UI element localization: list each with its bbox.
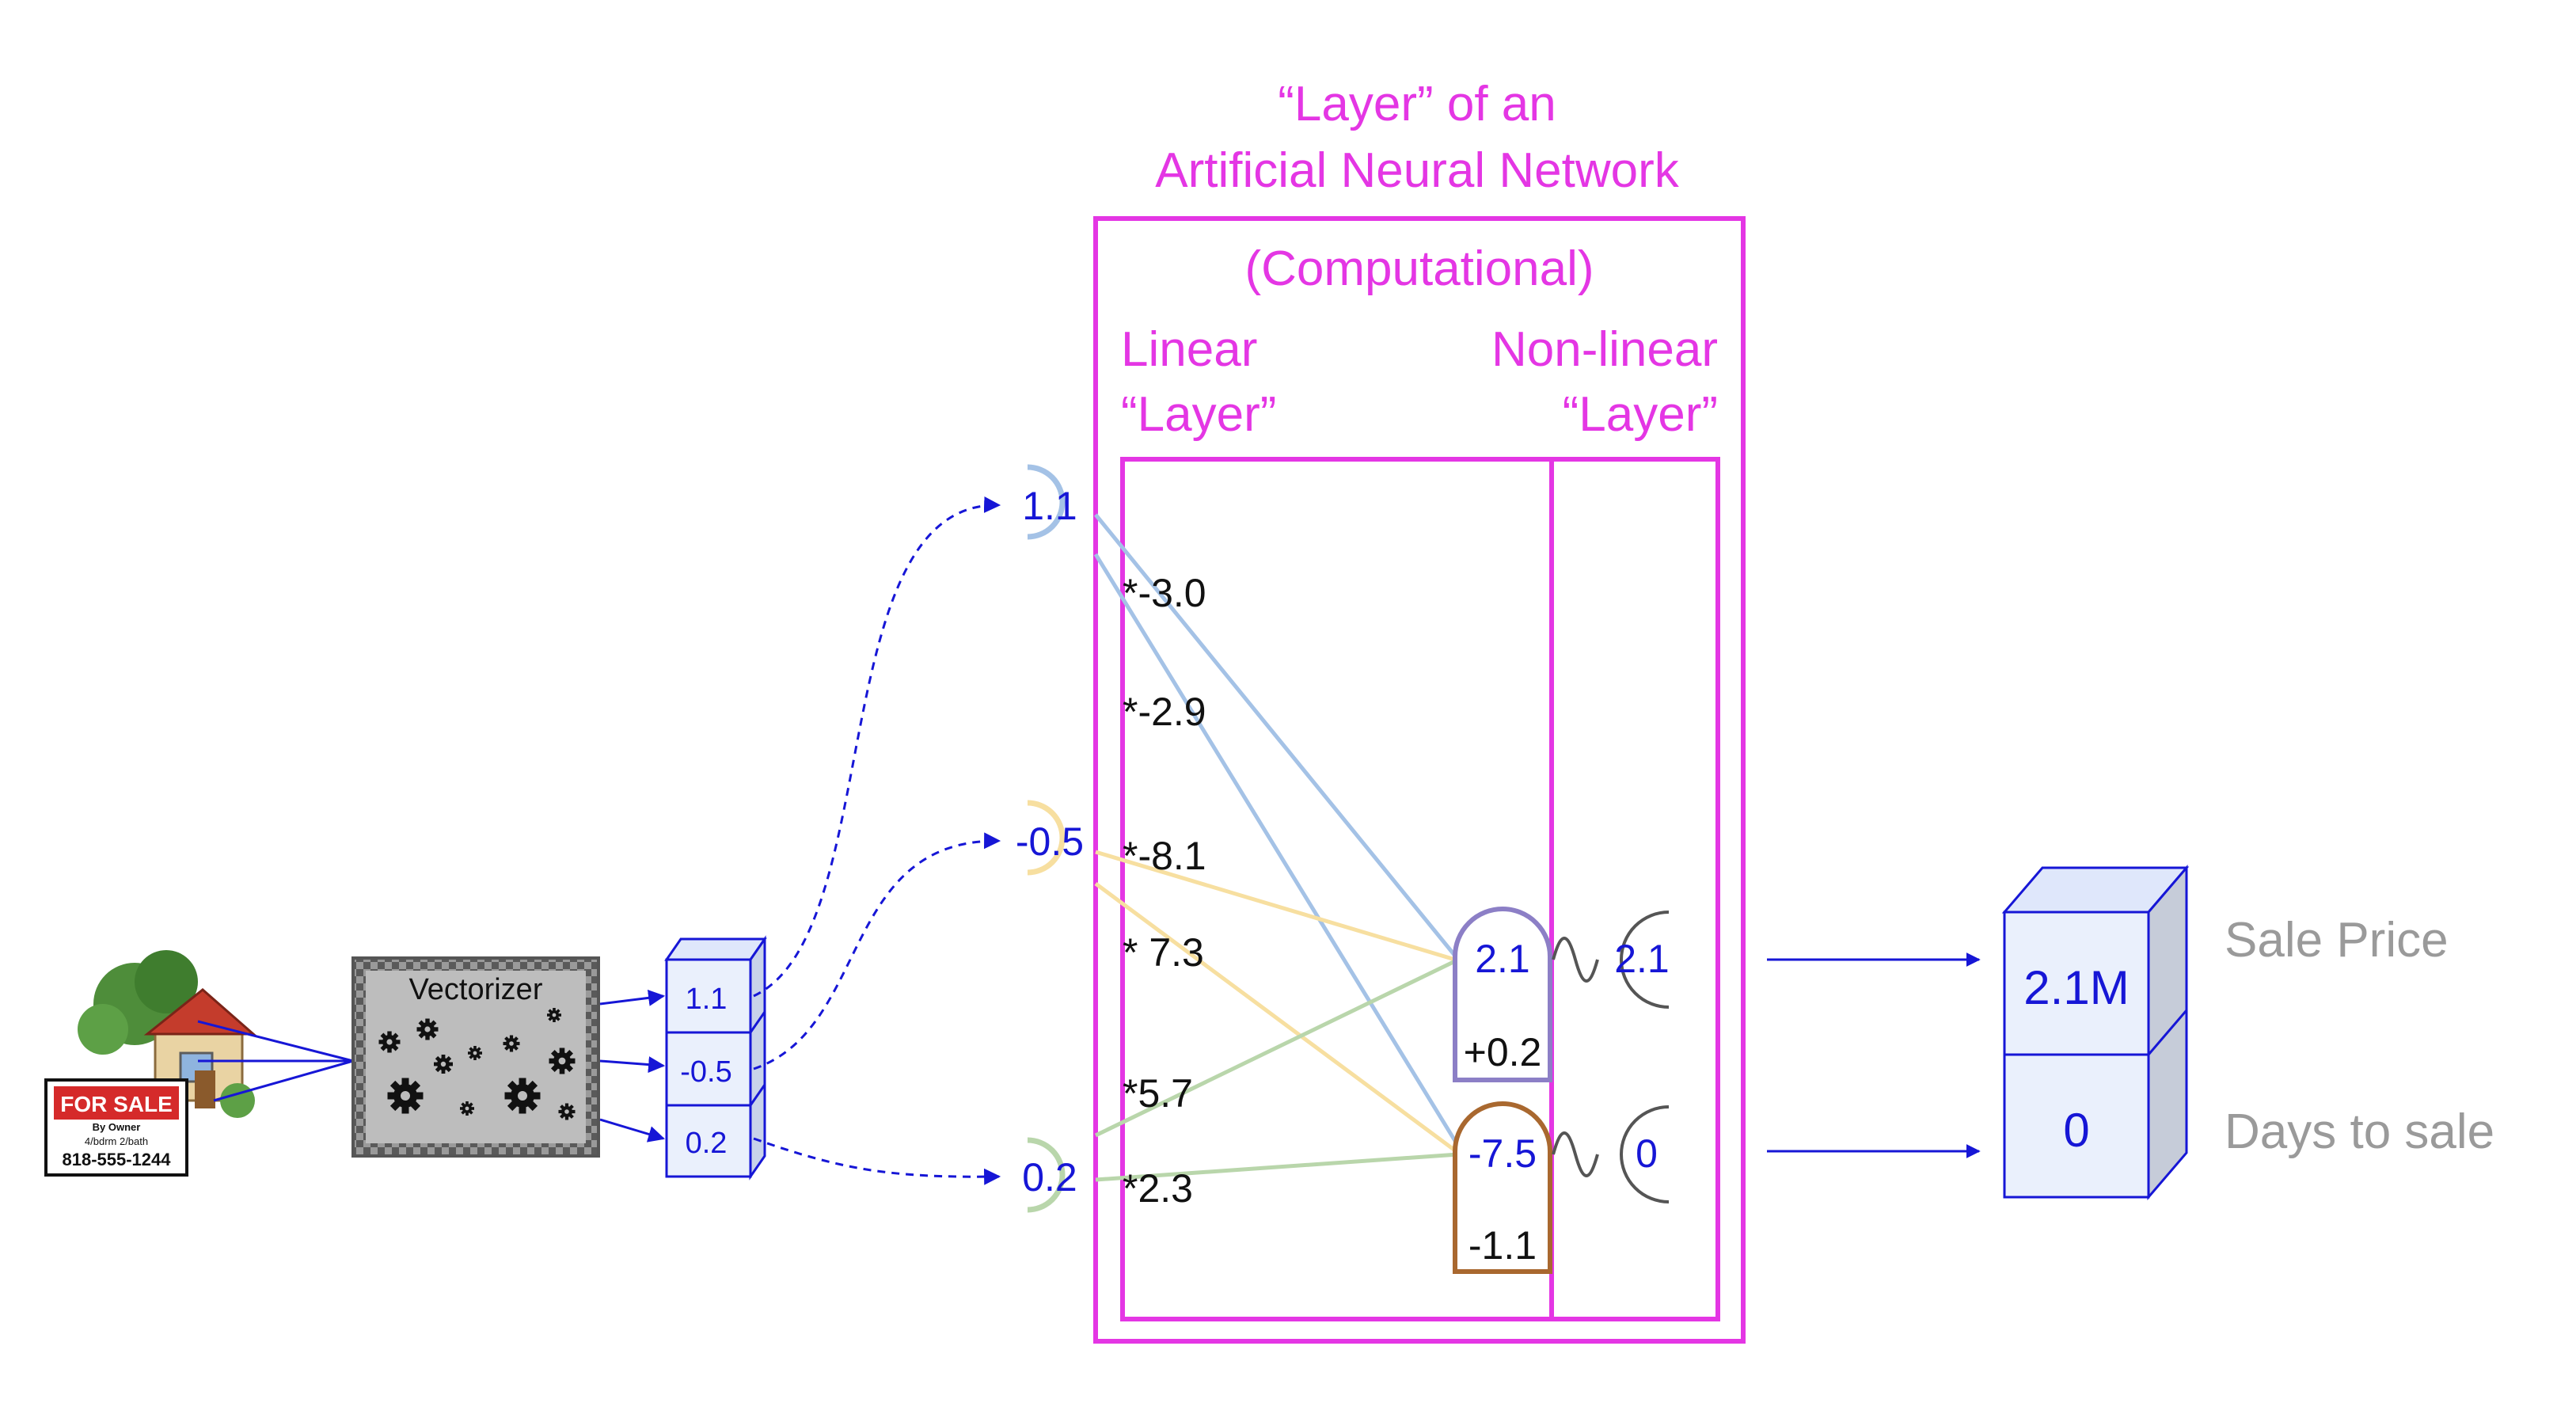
output-value-2: 0 xyxy=(2063,1104,2089,1157)
sign-heading: FOR SALE xyxy=(60,1092,173,1116)
nonlinear-layer-box xyxy=(1549,457,1720,1321)
sign-phone: 818-555-1244 xyxy=(62,1150,171,1169)
vector-value-3: 0.2 xyxy=(686,1127,728,1160)
vectorizer-to-vector-arrows xyxy=(599,989,666,1143)
output-label-1: Sale Price xyxy=(2225,913,2449,968)
sum-node-1-value: 2.1 xyxy=(1475,937,1530,981)
diagram-title-line2: Artificial Neural Network xyxy=(1155,143,1680,198)
vector-value-2: -0.5 xyxy=(680,1055,731,1089)
house-icon xyxy=(78,950,256,1118)
for-sale-sign: FOR SALE By Owner 4/bdrm 2/bath 818-555-… xyxy=(44,1078,188,1177)
output-arrows xyxy=(1767,952,1981,1158)
vector-to-input-arrows xyxy=(753,496,1001,1185)
input-node-3: 0.2 xyxy=(1022,1137,1077,1213)
sum-node-2-bias: -1.1 xyxy=(1468,1223,1537,1268)
sum-node-2-value: -7.5 xyxy=(1468,1131,1537,1176)
sign-details: 4/bdrm 2/bath xyxy=(85,1135,148,1147)
diagram-title-line1: “Layer” of an xyxy=(1278,77,1556,131)
sum-node-1: 2.1 +0.2 xyxy=(1453,907,1552,1082)
nonlinear-label-line1: Non-linear xyxy=(1491,322,1718,377)
input-node-1: 1.1 xyxy=(1022,464,1077,540)
vectorizer-box: Vectorizer xyxy=(351,956,600,1158)
linear-label-line1: Linear xyxy=(1121,322,1257,377)
ann-layer-box xyxy=(1093,216,1746,1344)
activation-node-2-value: 0 xyxy=(1636,1131,1658,1176)
linear-label-line2: “Layer” xyxy=(1121,387,1276,442)
activation-node-2 xyxy=(1552,1105,1670,1203)
sum-node-2: -7.5 -1.1 xyxy=(1453,1101,1552,1274)
weight-label-1: *-3.0 xyxy=(1123,571,1206,615)
input-node-3-value: 0.2 xyxy=(1022,1155,1077,1200)
activation-node-1-value: 2.1 xyxy=(1614,937,1670,981)
feature-vector xyxy=(664,935,767,1181)
weight-connections xyxy=(1093,513,1464,1182)
vectorizer-label: Vectorizer xyxy=(409,973,543,1006)
output-label-2: Days to sale xyxy=(2225,1105,2494,1159)
sign-sub: By Owner xyxy=(93,1121,141,1133)
house-to-vectorizer-links xyxy=(197,1020,354,1102)
weight-label-2: *-2.9 xyxy=(1123,690,1206,734)
weight-label-3: *-8.1 xyxy=(1123,834,1206,878)
activation-node-1 xyxy=(1552,911,1670,1009)
output-vector xyxy=(2001,864,2190,1201)
nonlinear-label-line2: “Layer” xyxy=(1563,387,1718,442)
input-node-2: -0.5 xyxy=(1016,800,1084,876)
weight-label-4: * 7.3 xyxy=(1123,930,1204,975)
input-node-2-value: -0.5 xyxy=(1016,819,1084,864)
weight-label-6: *2.3 xyxy=(1123,1166,1193,1211)
weight-label-5: *5.7 xyxy=(1123,1071,1193,1116)
sum-node-1-bias: +0.2 xyxy=(1464,1030,1542,1074)
input-node-1-value: 1.1 xyxy=(1022,484,1077,528)
output-value-1: 2.1M xyxy=(2023,961,2129,1014)
computational-label: (Computational) xyxy=(1244,241,1594,296)
vector-value-1: 1.1 xyxy=(686,983,728,1016)
